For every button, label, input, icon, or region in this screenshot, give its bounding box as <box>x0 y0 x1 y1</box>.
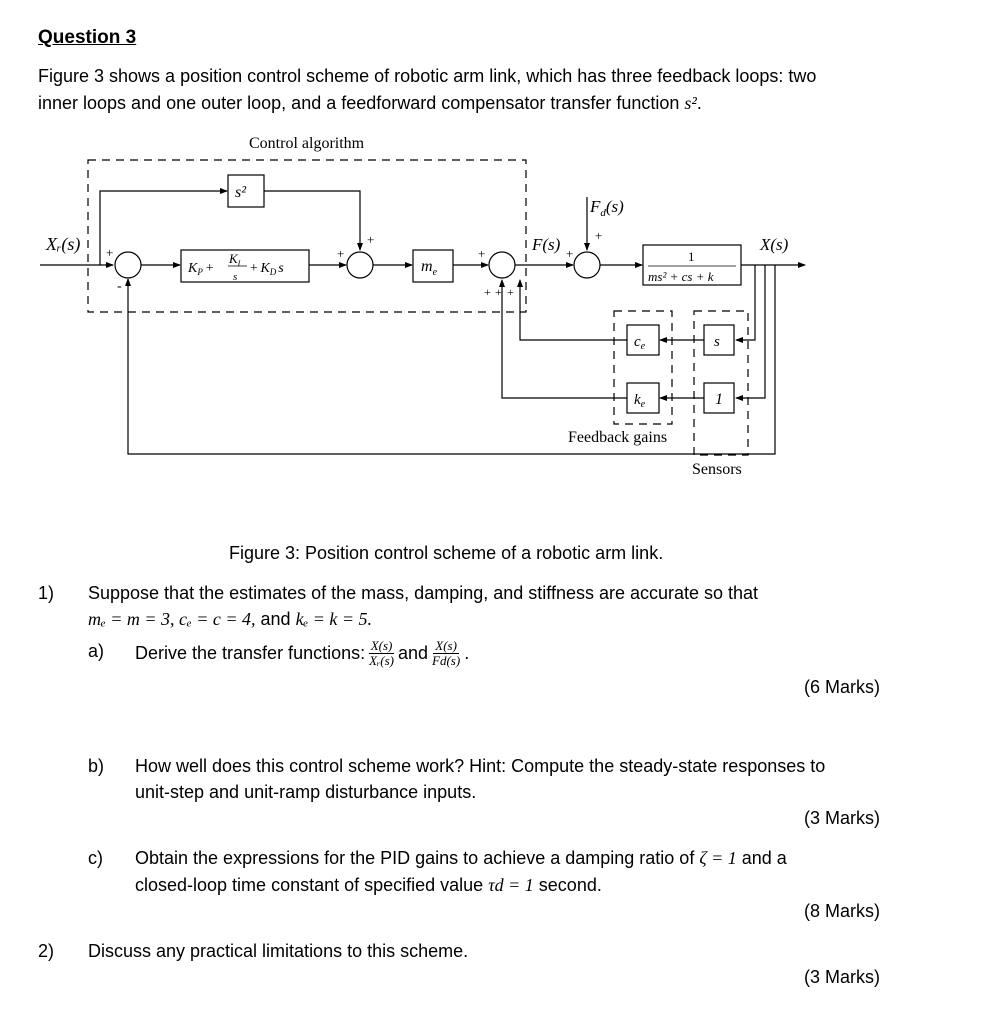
q1c-line-2: closed-loop time constant of specified v… <box>135 875 602 896</box>
q1a-frac1-den: Xᵣ(s) <box>369 652 394 668</box>
q1c-line-2-text: closed-loop time constant of specified v… <box>135 875 489 895</box>
summing-junction-3 <box>488 251 516 279</box>
q1c-line-1-text: Obtain the expressions for the PID gains… <box>135 848 700 868</box>
q1b-line-1: How well does this control scheme work? … <box>135 756 826 776</box>
intro-line-2-end: . <box>696 93 702 113</box>
q1a-frac2-num: X(s) <box>433 637 459 654</box>
q1c-damping-math: ζ = 1 <box>699 848 737 868</box>
control-algorithm-boundary <box>87 159 527 313</box>
sensors-boundary <box>693 310 749 456</box>
q1c-line-1-end: and a <box>736 848 787 868</box>
q1a-and: and <box>397 642 429 663</box>
force-label: F(s) <box>531 235 561 254</box>
feedback-gains-boundary <box>613 310 673 425</box>
mass-estimate-label: me <box>421 258 438 278</box>
sum3-plus-left: + <box>478 246 485 261</box>
intro-line-2-math: s² <box>684 93 697 113</box>
position-sensor-label: 1 <box>715 391 723 408</box>
velocity-sensor-label: s <box>714 334 720 350</box>
pid-block-expression: KP+ <box>187 261 214 277</box>
q1c-marks: (8 Marks) <box>804 901 880 921</box>
intro-line-1: Figure 3 shows a position control scheme… <box>38 66 817 86</box>
question-heading: Question 3 <box>38 27 137 48</box>
velocity-sensor-branch <box>735 265 756 343</box>
sum2-plus-top: + <box>367 232 374 247</box>
ce-feedback-line <box>517 279 627 341</box>
feedforward-output-line <box>264 190 363 251</box>
q1a-text: Derive the transfer functions: X(s) Xᵣ(s… <box>135 633 469 673</box>
q2-text: Discuss any practical limitations to thi… <box>88 941 469 961</box>
q1a-end: . <box>464 642 470 663</box>
q1c-line-1: Obtain the expressions for the PID gains… <box>135 848 787 869</box>
plant-numerator: 1 <box>688 249 695 264</box>
figure-caption: Figure 3: Position control scheme of a r… <box>229 543 664 563</box>
q1a-label: a) <box>88 641 105 661</box>
summing-junction-2 <box>346 251 374 279</box>
q1a-fraction-2: X(s) Fd(s) <box>430 637 462 668</box>
feedback-gains-label: Feedback gains <box>568 429 667 446</box>
outer-feedback-line <box>125 265 776 455</box>
q2-marks: (3 Marks) <box>804 967 880 987</box>
summing-junction-1 <box>114 251 142 279</box>
velocity-sensor-block <box>703 324 735 356</box>
sum3-plus-bottom-2: + <box>495 285 502 299</box>
sensors-label: Sensors <box>692 461 742 478</box>
q1b-line-2: unit-step and unit-ramp disturbance inpu… <box>135 782 477 802</box>
sum4-plus-top: + <box>595 228 602 243</box>
q1c-tau-math: τd = 1 <box>488 875 534 895</box>
q1-line-1: Suppose that the estimates of the mass, … <box>88 583 759 603</box>
q2-number: 2) <box>38 941 55 961</box>
control-block-diagram: Control algorithm Xᵣ(s) + - s² KP+ KI s … <box>40 135 806 478</box>
feedforward-branch-line <box>99 188 228 265</box>
ce-gain-block <box>626 324 660 356</box>
plant-denominator: ms² + cs + k <box>648 269 714 284</box>
pid-ki-denominator: s <box>233 271 237 283</box>
q1c-label: c) <box>88 848 103 868</box>
q1b-label: b) <box>88 756 105 776</box>
q1-values-math: mₑ = m = 3, cₑ = c = 4, <box>88 609 256 629</box>
ke-gain-label: ke <box>634 392 646 410</box>
sum3-plus-bottom-1: + <box>484 285 491 299</box>
intro-line-2-text: inner loops and one outer loop, and a fe… <box>38 93 685 113</box>
sum2-plus-left: + <box>337 246 344 261</box>
output-label: X(s) <box>759 235 789 254</box>
disturbance-label: Fd(s) <box>589 197 624 219</box>
sum1-plus-sign: + <box>106 245 113 260</box>
ce-gain-label: ce <box>634 334 646 352</box>
q1-values-and: and <box>255 609 296 629</box>
position-sensor-branch <box>735 265 766 401</box>
q1a-frac1-num: X(s) <box>368 637 395 654</box>
intro-line-2: inner loops and one outer loop, and a fe… <box>38 93 702 114</box>
q1a-marks: (6 Marks) <box>804 677 880 697</box>
ke-feedback-line <box>499 279 627 399</box>
mass-estimate-block <box>412 249 454 283</box>
summing-junction-4 <box>573 251 601 279</box>
q1-number: 1) <box>38 583 55 603</box>
q1a-fraction-1: X(s) Xᵣ(s) <box>367 637 396 668</box>
sum4-plus-left: + <box>566 246 573 261</box>
q1a-frac2-den: Fd(s) <box>432 652 461 668</box>
pid-ki-numerator: KI <box>228 251 241 268</box>
sum1-minus-sign: - <box>117 279 122 294</box>
input-label: Xᵣ(s) <box>45 234 80 255</box>
q1-values-math-2: kₑ = k = 5. <box>295 609 373 629</box>
q1c-line-2-end: second. <box>533 875 602 895</box>
feedforward-block-label: s² <box>235 184 247 201</box>
q1-line-2: mₑ = m = 3, cₑ = c = 4, and kₑ = k = 5. <box>88 609 372 630</box>
q1a-prompt: Derive the transfer functions: <box>135 642 366 663</box>
sum3-plus-bottom-3: + <box>507 285 514 299</box>
q1b-marks: (3 Marks) <box>804 808 880 828</box>
control-algorithm-label: Control algorithm <box>249 135 365 152</box>
